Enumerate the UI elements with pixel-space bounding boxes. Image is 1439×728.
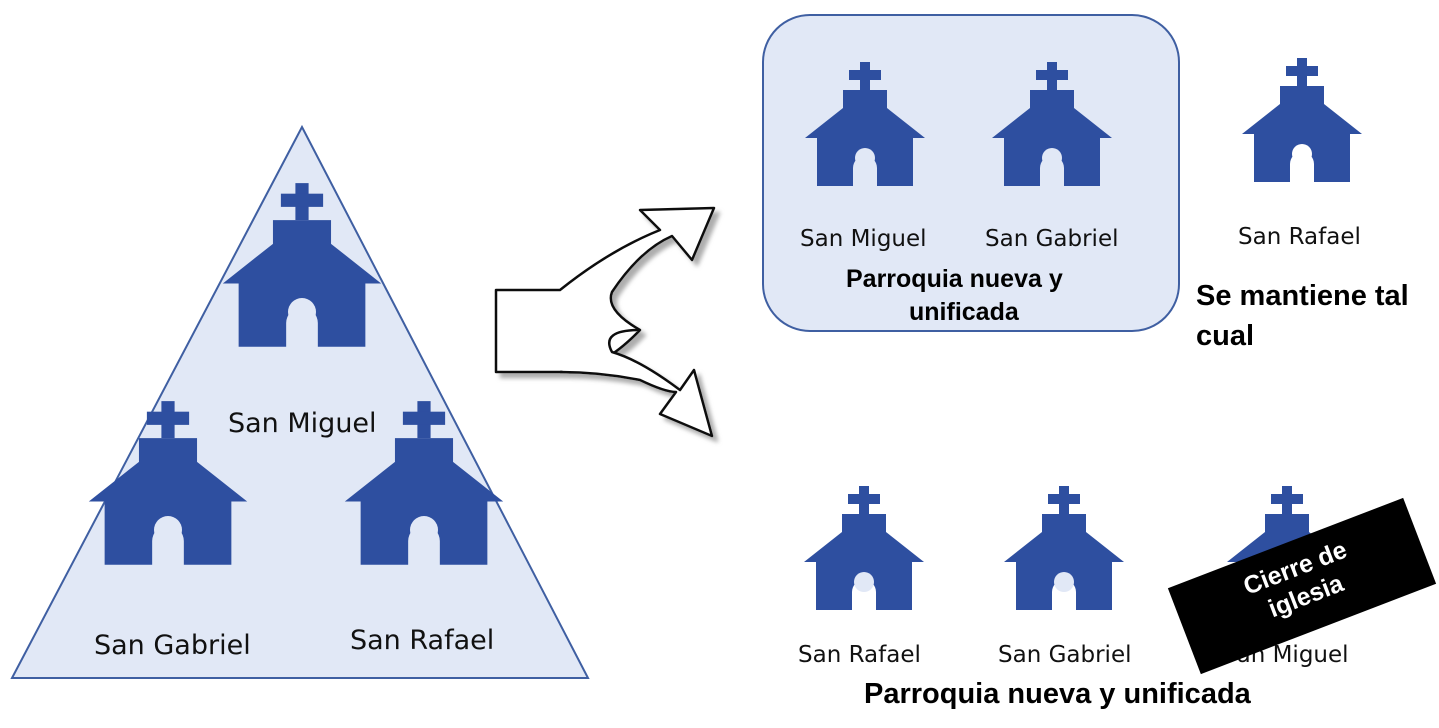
top-panel-caption-line1: Parroquia nueva y <box>846 265 1063 293</box>
church-label-san-miguel: San Miguel <box>800 226 927 252</box>
church-label-san-gabriel: San Gabriel <box>998 642 1132 668</box>
top-panel-caption-line2: unificada <box>909 298 1019 326</box>
bottom-panel-caption: Parroquia nueva y unificada <box>864 678 1251 710</box>
church-label-san-gabriel: San Gabriel <box>985 226 1119 252</box>
church-label-san-miguel: San Miguel <box>228 408 377 439</box>
separate-caption-line1: Se mantiene tal <box>1196 280 1409 312</box>
church-label-san-rafael: San Rafael <box>1238 224 1361 250</box>
church-label-san-gabriel: San Gabriel <box>94 630 251 661</box>
split-arrow-icon <box>494 206 716 438</box>
church-label-san-rafael: San Rafael <box>350 625 495 656</box>
separate-caption-line2: cual <box>1196 320 1255 352</box>
church-label-san-rafael: San Rafael <box>798 642 921 668</box>
